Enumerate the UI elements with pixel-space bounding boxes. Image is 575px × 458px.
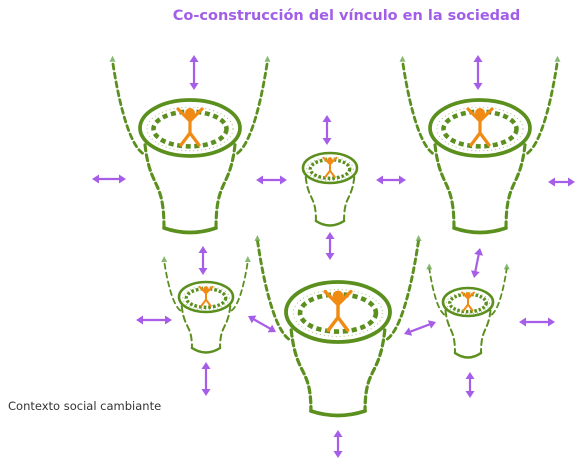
double-headed-arrow-icon [333, 430, 343, 458]
vessel-bottom-right [426, 263, 510, 359]
double-headed-arrow-icon [519, 317, 555, 327]
double-headed-arrow-icon [136, 315, 172, 325]
person-figure-icon [461, 291, 475, 312]
double-headed-arrow-icon [465, 372, 475, 398]
double-headed-arrow-icon [404, 320, 436, 336]
vessel-bottom-left [161, 256, 251, 354]
vessel-bottom-center [254, 235, 422, 418]
person-figure-icon [322, 156, 338, 179]
vessel-top-left [109, 55, 271, 235]
vessel-top-center [301, 151, 359, 227]
double-headed-arrow-icon [470, 248, 484, 278]
double-headed-arrow-icon [325, 232, 335, 260]
double-headed-arrow-icon [548, 177, 575, 187]
person-figure-icon [466, 107, 494, 147]
diagram-title: Co-construcción del vínculo en la socied… [172, 8, 521, 24]
person-figure-icon [198, 285, 214, 308]
person-figure-icon [323, 289, 353, 332]
vessel-top-right [399, 55, 561, 235]
double-headed-arrow-icon [256, 175, 287, 185]
double-headed-arrow-icon [198, 246, 208, 275]
double-headed-arrow-icon [201, 362, 211, 396]
context-label: Contexto social cambiante [8, 399, 162, 413]
double-headed-arrow-icon [376, 175, 406, 185]
double-headed-arrow-icon [92, 174, 126, 184]
person-figure-icon [176, 107, 204, 147]
double-headed-arrow-icon [248, 315, 276, 333]
double-headed-arrow-icon [189, 55, 199, 90]
double-headed-arrow-icon [322, 115, 332, 145]
double-headed-arrow-icon [473, 55, 483, 90]
